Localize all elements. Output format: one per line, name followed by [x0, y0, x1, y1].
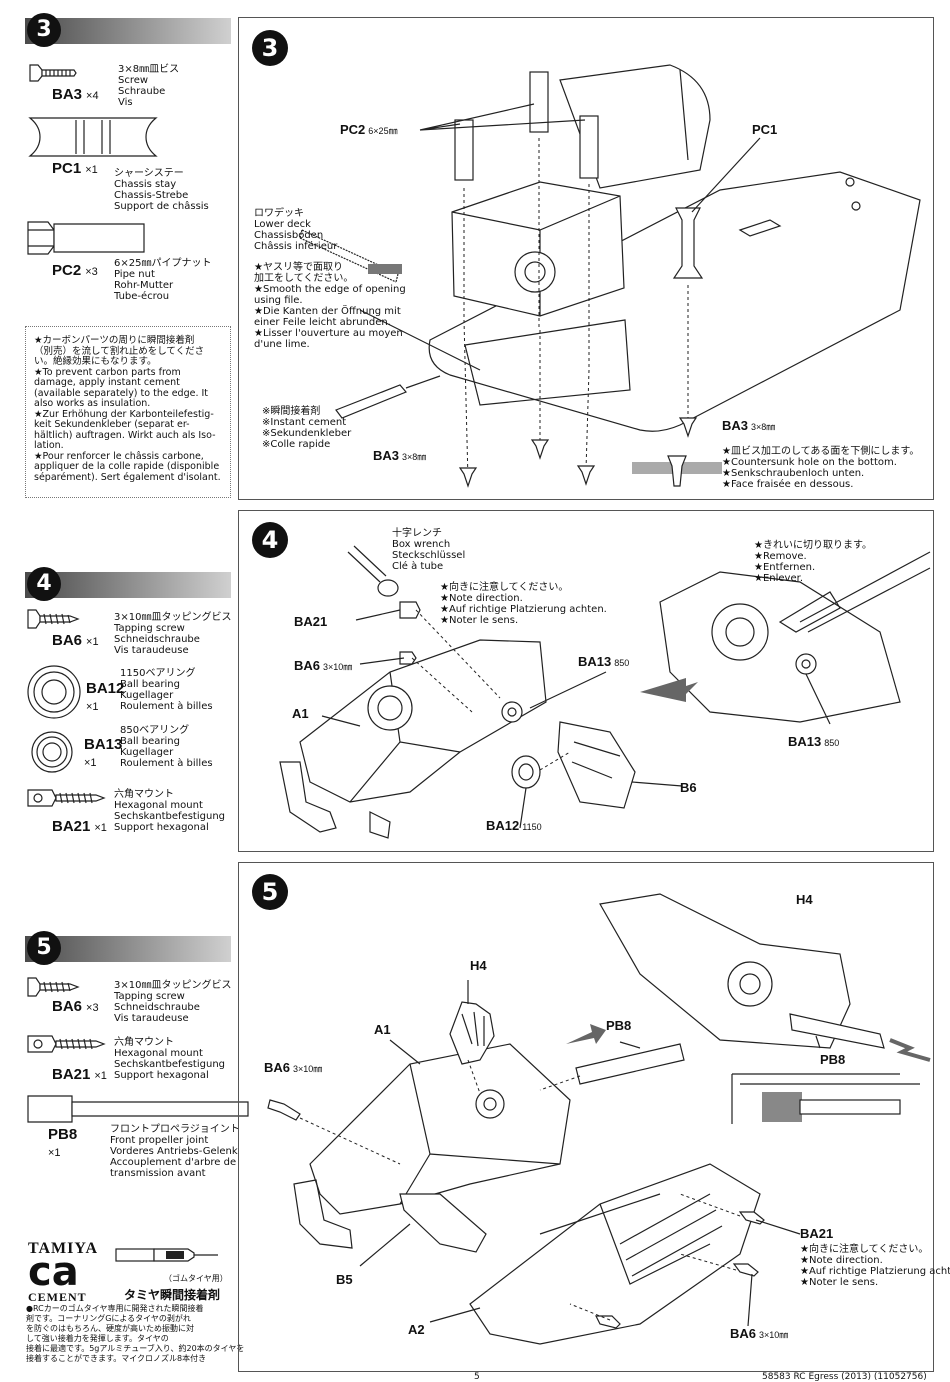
step4-panel — [238, 510, 934, 852]
ba3-code: BA3×4 — [52, 86, 99, 103]
step4-number-badge: 4 — [27, 567, 61, 601]
s5-ba6-desc: 3×10㎜皿タッピングビス Tapping screw Schneidschra… — [114, 980, 232, 1024]
step5-panel-badge: 5 — [252, 874, 288, 910]
s3-smooth-note: ★ヤスリ等で面取り 加工をしてください。 ★Smooth the edge of… — [254, 262, 406, 350]
s3-cement-label: ※瞬間接着剤 ※Instant cement ※Sekundenkleber ※… — [262, 406, 352, 450]
pc2-desc: 6×25㎜パイプナット Pipe nut Rohr-Mutter Tube-éc… — [114, 258, 212, 302]
s4-b6-label: B6 — [680, 780, 697, 795]
pb8-propeller-joint-icon — [27, 1095, 249, 1123]
ba13-bearing-icon — [31, 731, 73, 773]
s5-a1-label: A1 — [374, 1022, 391, 1037]
step5-number-badge: 5 — [27, 931, 61, 965]
page-number: 5 — [474, 1372, 480, 1382]
s5-ba6-tapping-screw-icon — [27, 977, 80, 997]
s3-pc1-label: PC1 — [752, 122, 778, 137]
pc1-chassis-stay-icon — [28, 117, 158, 157]
step5-gearbox-drawing — [267, 893, 931, 1345]
s5-h4-label: H4 — [470, 958, 487, 973]
s4-direction-note: ★向きに注意してください。 ★Note direction. ★Auf rich… — [440, 582, 607, 626]
step4-panel-badge: 4 — [252, 522, 288, 558]
s5-direction-note: ★向きに注意してください。 ★Note direction. ★Auf rich… — [800, 1244, 950, 1288]
manual-code: 58583 RC Egress (2013) (11052756) — [762, 1372, 927, 1382]
step3-panel-badge: 3 — [252, 30, 288, 66]
step4-gearbox-drawing — [279, 545, 931, 839]
ba12-desc: 1150ベアリング Ball bearing Kugellager Roulem… — [120, 668, 213, 712]
step5-header-bar: 5 — [25, 931, 231, 965]
step4-header-bar: 4 — [25, 567, 231, 601]
ba12-code: BA12×1 — [86, 680, 125, 713]
carbon-note-text: ★カーボンパーツの周りに瞬間接着剤 （別売）を流して割れ止めをしてくださ い。絶… — [34, 335, 221, 483]
ba3-screw-icon — [29, 64, 77, 82]
s4-ba6-desc: 3×10㎜皿タッピングビス Tapping screw Schneidschra… — [114, 612, 232, 656]
cement-brand: TAMIYA — [28, 1240, 99, 1257]
pc1-code: PC1×1 — [52, 160, 98, 177]
ba13-code: BA13×1 — [84, 736, 123, 769]
s4-ba21-label: BA21 — [294, 614, 328, 629]
s5-pb8-label: PB8 — [606, 1018, 632, 1033]
s5-pb8-inset-label: PB8 — [820, 1052, 846, 1067]
pb8-code: PB8×1 — [48, 1126, 78, 1159]
s5-ba6-code: BA6×3 — [52, 998, 99, 1015]
s3-lower-deck-label: ロワデッキ Lower deck Chassisboden Châssis in… — [254, 208, 338, 252]
step3-panel — [238, 17, 934, 500]
s4-remove-note: ★きれいに切り取ります。 ★Remove. ★Entfernen. ★Enlev… — [754, 540, 872, 584]
ba13-desc: 850ベアリング Ball bearing Kugellager Rouleme… — [120, 725, 213, 769]
step3-header-bar: 3 — [25, 13, 231, 47]
cement-tube-icon — [115, 1248, 218, 1262]
s5-a2-label: A2 — [408, 1322, 425, 1337]
s4-ba6-code: BA6×1 — [52, 632, 99, 649]
s5-h4-inset-label: H4 — [796, 892, 813, 907]
pc2-pipe-nut-icon — [27, 221, 145, 255]
ba3-desc: 3×8㎜皿ビス Screw Schraube Vis — [118, 64, 180, 108]
pb8-desc: フロントプロペラジョイント Front propeller joint Vord… — [110, 1124, 240, 1179]
pc1-desc: シャーシステー Chassis stay Chassis-Strebe Supp… — [114, 168, 209, 212]
s4-ba21-desc: 六角マウント Hexagonal mount Sechskantbefestig… — [114, 789, 226, 833]
step3-number-badge: 3 — [27, 13, 61, 47]
s4-ba21-code: BA21×1 — [52, 818, 107, 835]
s5-ba21-code: BA21×1 — [52, 1066, 107, 1083]
s5-ba21-desc: 六角マウント Hexagonal mount Sechskantbefestig… — [114, 1037, 226, 1081]
s4-wrench-label: 十字レンチ Box wrench Steckschlüssel Clé à tu… — [392, 528, 466, 572]
ba21-hex-mount-icon — [27, 789, 106, 807]
cement-sub: （ゴムタイヤ用） — [164, 1274, 228, 1283]
s4-a1-label: A1 — [292, 706, 309, 721]
pc2-code: PC2×3 — [52, 262, 98, 279]
s5-ba21-hex-mount-icon — [27, 1035, 106, 1053]
ba6-tapping-screw-icon — [27, 609, 80, 629]
cement-text: ●RCカーのゴムタイヤ専用に開発された瞬間接着 剤です。コーナリングGによるタイ… — [26, 1304, 245, 1363]
s3-countersunk-note: ★皿ビス加工のしてある面を下側にします。 ★Countersunk hole o… — [722, 446, 920, 490]
cement-word: CEMENT — [28, 1290, 87, 1304]
step3-chassis-drawing — [299, 64, 921, 488]
ba12-bearing-icon — [27, 665, 81, 719]
s5-ba21-label: BA21 — [800, 1226, 834, 1241]
s5-b5-label: B5 — [336, 1272, 353, 1287]
cement-logo: ca — [28, 1249, 79, 1295]
cement-jp-title: タミヤ瞬間接着剤 — [124, 1288, 221, 1302]
carbon-note-box — [25, 326, 231, 498]
step5-panel — [238, 862, 934, 1372]
